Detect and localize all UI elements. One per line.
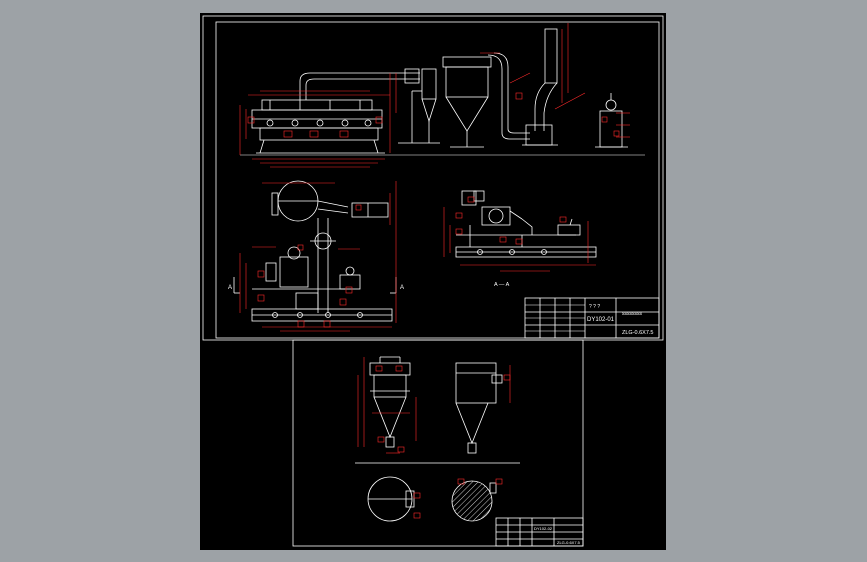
sheet2-dimensions — [357, 357, 511, 519]
title-block-company: ssssssss — [622, 311, 643, 317]
title-block-scale: ? ? ? — [589, 304, 600, 310]
cad-drawing: A A — [202, 15, 664, 547]
section-a-a-dimensions — [443, 196, 596, 272]
section-a-a-label: A — A — [494, 282, 510, 288]
sheet2-project: ZLG-0.6X7.5 — [557, 540, 581, 545]
plan-view-dimensions — [239, 181, 397, 332]
title-block-project: ZLG-0.6X7.5 — [622, 330, 654, 336]
title-block-drawing-no: DY102-01 — [587, 317, 615, 323]
filter-plate-hatched — [451, 480, 497, 522]
sheet1-frame — [202, 15, 664, 341]
section-mark-left: A — [228, 285, 232, 291]
cyclone-detail-right — [455, 362, 503, 454]
sheet2-title-block — [495, 517, 584, 547]
drawing-sheet: A A — [200, 13, 666, 550]
sheet2-drawing-no: DY102-02 — [534, 526, 553, 531]
plan-circle-left — [367, 476, 415, 522]
sheet2-frame — [292, 339, 584, 547]
cyclone-detail-left — [369, 356, 411, 448]
top-view-dimensions — [239, 23, 630, 168]
section-a-a-view — [455, 190, 597, 258]
fluid-bed-dryer-elevation — [240, 28, 645, 156]
plan-view — [233, 180, 397, 322]
sheet1-title-block — [524, 297, 660, 339]
section-mark-right: A — [400, 285, 404, 291]
